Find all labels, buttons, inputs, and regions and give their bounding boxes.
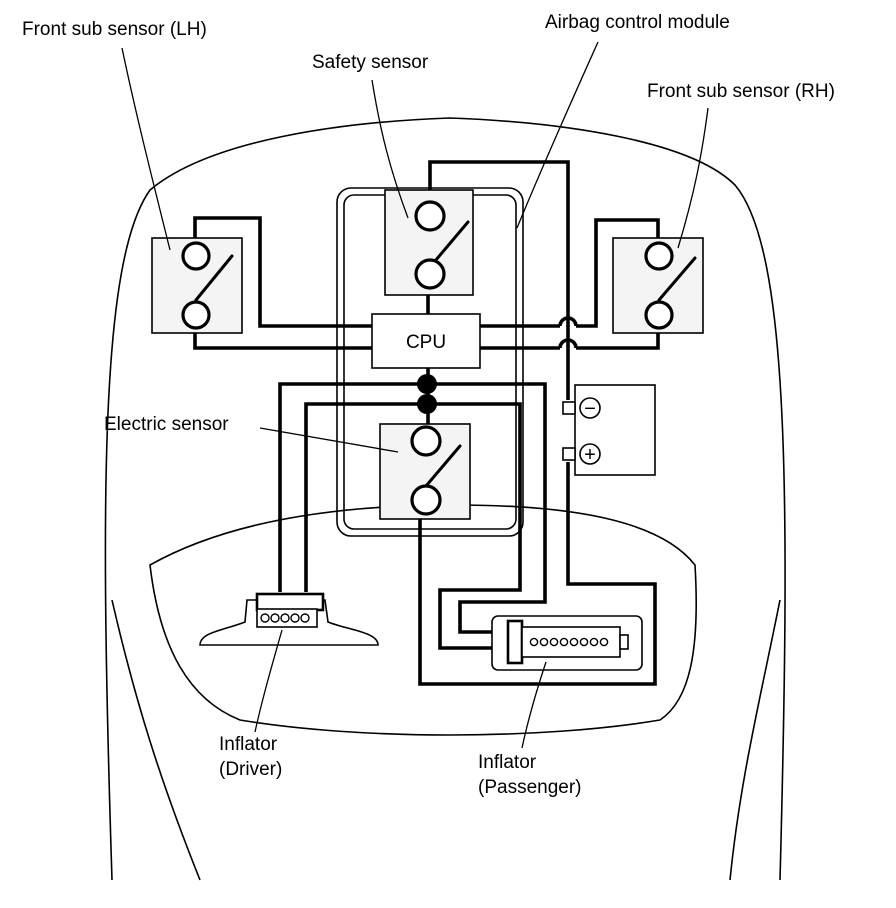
battery-negative-symbol: − — [584, 398, 596, 420]
wiring — [193, 160, 660, 686]
battery-positive-symbol: + — [584, 444, 596, 466]
electric-sensor — [379, 423, 471, 520]
label-inflator-driver-line2: (Driver) — [219, 759, 282, 780]
label-safety-sensor: Safety sensor — [312, 52, 429, 73]
labels: Front sub sensor (LH) Airbag control mod… — [22, 12, 835, 798]
label-electric-sensor: Electric sensor — [104, 414, 229, 435]
leader-lines — [121, 41, 709, 749]
inflator-passenger — [491, 615, 643, 671]
label-front-sub-sensor-lh: Front sub sensor (LH) — [22, 19, 207, 40]
battery-negative-terminal — [579, 397, 601, 419]
label-inflator-driver-line1: Inflator — [219, 734, 278, 755]
battery: − + — [562, 384, 656, 476]
battery-positive-terminal — [579, 443, 601, 465]
cpu-block: CPU — [371, 313, 481, 369]
front-sub-sensor-rh — [612, 237, 704, 334]
label-airbag-control-module: Airbag control module — [545, 12, 730, 33]
label-inflator-passenger-line2: (Passenger) — [478, 777, 582, 798]
safety-sensor — [384, 189, 474, 296]
cpu-label: CPU — [406, 332, 446, 353]
front-sub-sensor-lh — [151, 237, 243, 334]
label-front-sub-sensor-rh: Front sub sensor (RH) — [647, 81, 835, 102]
inflator-driver — [199, 592, 379, 646]
junction-dots — [417, 374, 437, 414]
label-inflator-passenger-line1: Inflator — [478, 752, 537, 773]
